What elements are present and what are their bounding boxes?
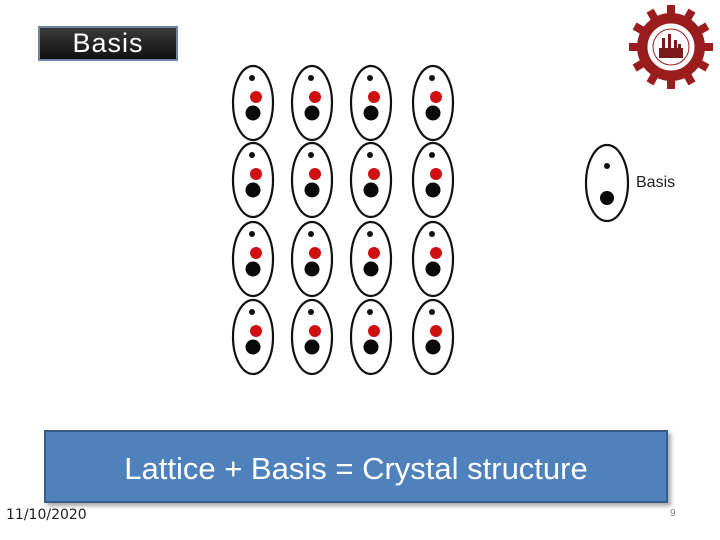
legend-basis-label: Basis bbox=[636, 174, 676, 191]
basis-ellipse bbox=[411, 220, 455, 298]
red-atom bbox=[250, 168, 262, 180]
basis-unit bbox=[411, 64, 455, 142]
basis-unit bbox=[349, 220, 393, 298]
basis-ellipse bbox=[411, 64, 455, 142]
small-atom bbox=[308, 231, 314, 237]
basis-ellipse bbox=[290, 141, 334, 219]
basis-unit bbox=[231, 298, 275, 376]
page-number: 9 bbox=[670, 508, 676, 519]
factory-icon bbox=[659, 34, 683, 58]
red-atom bbox=[309, 247, 321, 259]
black-atom bbox=[363, 339, 379, 355]
small-atom bbox=[429, 75, 435, 81]
slide-date: 11/10/2020 bbox=[6, 507, 87, 523]
small-atom bbox=[249, 152, 255, 158]
small-atom bbox=[249, 309, 255, 315]
basis-ellipse bbox=[349, 220, 393, 298]
red-atom bbox=[309, 168, 321, 180]
black-atom bbox=[245, 261, 261, 277]
black-atom bbox=[304, 105, 320, 121]
small-atom bbox=[249, 231, 255, 237]
red-atom bbox=[368, 247, 380, 259]
university-seal-logo bbox=[629, 5, 713, 89]
basis-ellipse bbox=[349, 141, 393, 219]
red-atom bbox=[368, 325, 380, 337]
basis-ellipse bbox=[290, 64, 334, 142]
basis-ellipse bbox=[349, 298, 393, 376]
basis-unit bbox=[411, 220, 455, 298]
black-atom bbox=[425, 339, 441, 355]
black-atom bbox=[304, 261, 320, 277]
small-atom bbox=[308, 309, 314, 315]
red-atom bbox=[430, 91, 442, 103]
basis-unit bbox=[290, 64, 334, 142]
basis-ellipse bbox=[231, 64, 275, 142]
basis-ellipse bbox=[231, 220, 275, 298]
basis-unit bbox=[231, 64, 275, 142]
basis-unit bbox=[290, 141, 334, 219]
black-atom bbox=[363, 182, 379, 198]
red-atom bbox=[309, 325, 321, 337]
red-atom bbox=[250, 91, 262, 103]
equation-banner: Lattice + Basis = Crystal structure bbox=[44, 430, 668, 503]
small-atom bbox=[429, 231, 435, 237]
black-atom bbox=[363, 105, 379, 121]
black-atom bbox=[304, 182, 320, 198]
black-atom bbox=[245, 105, 261, 121]
basis-ellipse bbox=[411, 298, 455, 376]
small-atom bbox=[308, 75, 314, 81]
black-atom bbox=[363, 261, 379, 277]
small-atom bbox=[367, 75, 373, 81]
red-atom bbox=[430, 247, 442, 259]
basis-unit bbox=[411, 298, 455, 376]
black-atom bbox=[425, 105, 441, 121]
red-atom bbox=[309, 91, 321, 103]
basis-ellipse bbox=[290, 220, 334, 298]
black-atom bbox=[425, 261, 441, 277]
red-atom bbox=[250, 247, 262, 259]
red-atom bbox=[368, 91, 380, 103]
small-atom bbox=[249, 75, 255, 81]
basis-unit bbox=[290, 220, 334, 298]
red-atom bbox=[430, 325, 442, 337]
red-atom bbox=[430, 168, 442, 180]
small-atom bbox=[308, 152, 314, 158]
small-atom bbox=[429, 309, 435, 315]
basis-ellipse bbox=[231, 141, 275, 219]
basis-unit bbox=[349, 141, 393, 219]
small-atom bbox=[367, 152, 373, 158]
basis-unit bbox=[411, 141, 455, 219]
small-atom bbox=[429, 152, 435, 158]
basis-unit bbox=[231, 141, 275, 219]
black-atom bbox=[304, 339, 320, 355]
red-atom bbox=[368, 168, 380, 180]
basis-unit bbox=[349, 298, 393, 376]
black-atom bbox=[245, 182, 261, 198]
basis-unit bbox=[349, 64, 393, 142]
basis-ellipse bbox=[349, 64, 393, 142]
small-atom bbox=[367, 309, 373, 315]
slide-title: Basis bbox=[38, 26, 178, 61]
small-atom bbox=[367, 231, 373, 237]
red-atom bbox=[250, 325, 262, 337]
basis-ellipse bbox=[290, 298, 334, 376]
basis-ellipse bbox=[411, 141, 455, 219]
basis-unit bbox=[231, 220, 275, 298]
basis-ellipse bbox=[231, 298, 275, 376]
black-atom bbox=[245, 339, 261, 355]
black-atom bbox=[425, 182, 441, 198]
basis-unit bbox=[290, 298, 334, 376]
